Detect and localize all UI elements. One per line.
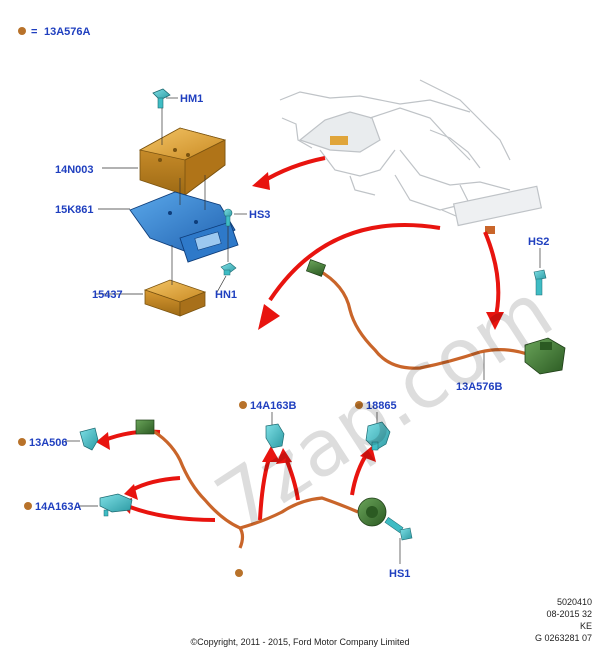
- sensor-14A163A[interactable]: [99, 493, 133, 517]
- fastener-HS1[interactable]: [384, 517, 413, 541]
- fastener-HS3[interactable]: [223, 208, 233, 227]
- label-13A506-dot-icon: [18, 438, 26, 446]
- harness-13A576B[interactable]: [305, 259, 566, 375]
- label-18865[interactable]: 18865: [366, 400, 397, 412]
- label-14A163B[interactable]: 14A163B: [250, 400, 297, 412]
- meta-line-3: KE: [579, 621, 592, 631]
- vehicle-context-outline: [279, 79, 543, 227]
- label-14A163A[interactable]: 14A163A: [35, 501, 82, 513]
- diagram-meta: 5020410 08-2015 32 KE G 0263281 07: [535, 596, 592, 644]
- label-14N003[interactable]: 14N003: [55, 164, 94, 176]
- meta-line-2: 08-2015 32: [546, 609, 592, 619]
- label-18865-dot-icon: [355, 401, 363, 409]
- label-13A506[interactable]: 13A506: [29, 437, 68, 449]
- legend: = 13A576A: [18, 26, 91, 38]
- label-15437[interactable]: 15437: [92, 289, 123, 301]
- label-HN1[interactable]: HN1: [215, 289, 237, 301]
- label-14A163B-dot-icon: [239, 401, 247, 409]
- sensor-18865[interactable]: [365, 421, 391, 451]
- label-HS2[interactable]: HS2: [528, 236, 549, 248]
- leader-lines: [65, 97, 541, 564]
- meta-line-4: G 0263281 07: [534, 633, 592, 643]
- bracket-15K861[interactable]: [129, 191, 239, 263]
- label-HS1[interactable]: HS1: [389, 568, 410, 580]
- assembly-lines: [161, 108, 229, 285]
- module-14N003[interactable]: [138, 127, 227, 196]
- meta-line-1: 5020410: [556, 597, 592, 607]
- module-15437[interactable]: [143, 279, 207, 317]
- legend-code: 13A576A: [44, 26, 91, 38]
- label-13A576B[interactable]: 13A576B: [456, 381, 503, 393]
- connector-13A576B-main: [524, 337, 566, 375]
- clip-13A506[interactable]: [79, 427, 99, 451]
- harness-13A576A[interactable]: [135, 419, 387, 549]
- copyright-notice: ©Copyright, 2011 - 2015, Ford Motor Comp…: [190, 637, 410, 647]
- fastener-HS2[interactable]: [533, 269, 547, 296]
- legend-dot-icon: [18, 27, 26, 35]
- label-HS3[interactable]: HS3: [249, 209, 270, 221]
- label-14A163A-dot-icon: [24, 502, 32, 510]
- sensor-14A163B[interactable]: [265, 423, 285, 449]
- connector-13A576A-round: [357, 497, 387, 527]
- label-15K861[interactable]: 15K861: [55, 204, 94, 216]
- context-connector-marker: [485, 226, 495, 234]
- legend-equals: =: [31, 26, 37, 38]
- harness-13A576A-dot-icon: [235, 569, 243, 577]
- arrowheads: [96, 172, 504, 514]
- context-module-marker: [330, 136, 348, 145]
- label-HM1[interactable]: HM1: [180, 93, 203, 105]
- fastener-HM1[interactable]: [152, 88, 171, 109]
- fastener-HN1[interactable]: [220, 262, 237, 276]
